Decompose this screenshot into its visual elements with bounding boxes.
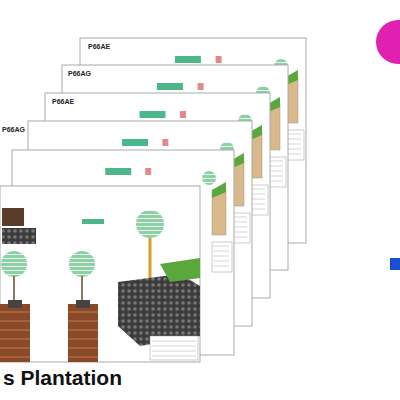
sheet-code: P66AG: [2, 126, 25, 133]
caption-title: s Plantation: [3, 366, 122, 390]
logo-circle: [376, 20, 400, 64]
sheet-code: P66AE: [52, 98, 74, 105]
sheet-code: P66AG: [68, 70, 91, 77]
sheet-code: P66AE: [88, 43, 110, 50]
drawing-sheet: [0, 186, 200, 362]
logo-bar: [390, 258, 400, 270]
